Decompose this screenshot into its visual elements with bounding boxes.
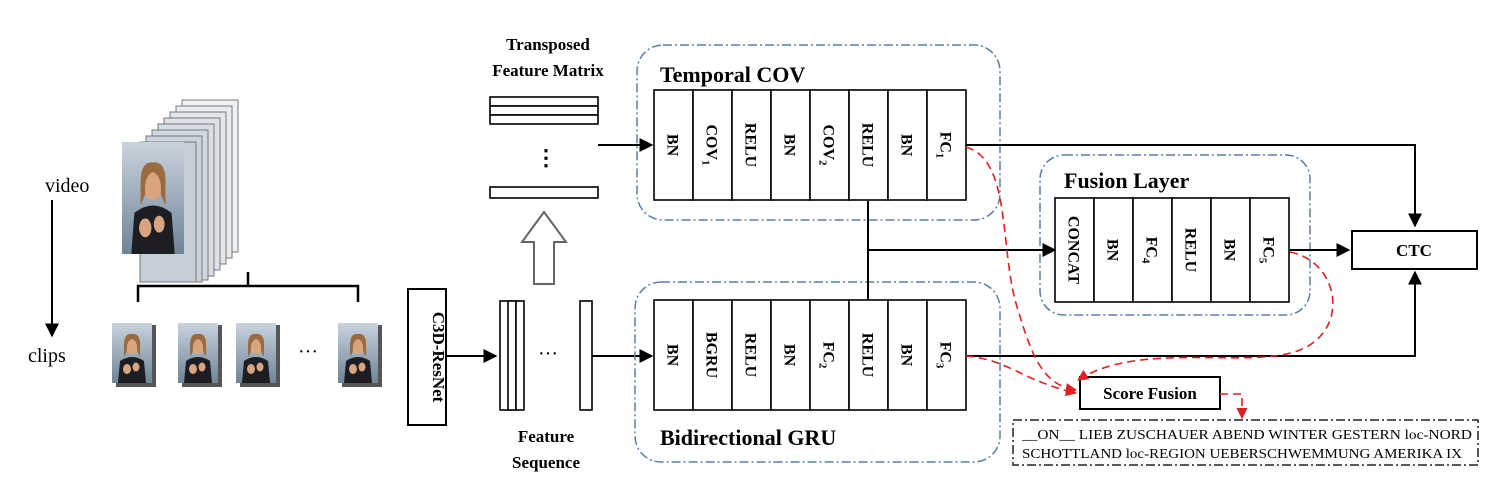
transposed-label-1: Transposed <box>506 35 590 54</box>
temporal-layer-label: COV1 <box>700 124 720 165</box>
clips-ellipsis: ··· <box>298 341 318 363</box>
bgru-title: Bidirectional GRU <box>660 425 836 450</box>
feature-sequence <box>499 300 593 411</box>
temporal-layer-cell <box>731 89 772 201</box>
bgru-layer-label: BN <box>664 344 681 367</box>
ctc-label: CTC <box>1396 241 1432 260</box>
signer-clip-icon <box>338 323 382 387</box>
feature-sequence-label-2: Sequence <box>512 453 580 472</box>
c3d-resnet-box <box>407 288 447 426</box>
feature-sequence-label-1: Feature <box>518 427 575 446</box>
hollow-up-arrow-icon <box>520 210 568 285</box>
bgru-layer-stack: BN BGRU RELU BN FC2 RELU BN FC3 <box>653 299 967 411</box>
temporal-layer-label: BN <box>664 134 681 157</box>
temporal-layer-label: BN <box>781 134 798 157</box>
output-line-2: SCHOTTLAND loc-REGION UEBERSCHWEMMUNG AM… <box>1022 447 1462 462</box>
output-sentence-box <box>1012 419 1479 466</box>
temporal-layer-cell <box>809 89 850 201</box>
matrix-ellipsis: ⋮ <box>535 145 557 170</box>
bgru-layer-cell <box>731 299 772 411</box>
signer-clip-icon <box>178 323 222 387</box>
bgru-layer-subscript: 2 <box>817 363 829 369</box>
output-line-1: __ON__ LIEB ZUSCHAUER ABEND WINTER GESTE… <box>1021 428 1472 443</box>
bgru-layer-label: RELU <box>859 333 876 378</box>
fusion-layer-label: BN <box>1104 239 1121 262</box>
temporal-layer-label: FC1 <box>934 132 954 159</box>
bgru-layer-label: BN <box>781 344 798 367</box>
fusion-layer-label: BN <box>1221 239 1238 262</box>
temporal-cov-title: Temporal COV <box>660 62 805 87</box>
fusion-layer-group <box>1039 154 1311 316</box>
video-frame-stack-icon <box>122 99 239 283</box>
score-fusion-label: Score Fusion <box>1103 384 1197 403</box>
signer-clip-icon <box>236 323 280 387</box>
bgru-layer-subscript: 3 <box>934 363 946 369</box>
bgru-layer-cell <box>809 299 850 411</box>
temporal-layer-cell <box>653 89 694 201</box>
bgru-layer-cell <box>770 299 811 411</box>
ctc-box <box>1351 230 1478 270</box>
bgru-group <box>634 281 1001 463</box>
fusion-layer-cell <box>1132 197 1173 303</box>
fusion-layer-cell <box>1249 197 1290 303</box>
fusion-layer-label: RELU <box>1182 228 1199 273</box>
bgru-layer-cell <box>887 299 928 411</box>
fusion-layer-stack: CONCAT BN FC4 RELU BN FC5 <box>1054 197 1290 303</box>
fusion-layer-label: FC5 <box>1257 237 1277 264</box>
video-label: video <box>45 175 89 197</box>
bgru-layer-cell <box>653 299 694 411</box>
bgru-layer-label: RELU <box>742 333 759 378</box>
temporal-layer-cell <box>692 89 733 201</box>
bgru-layer-cell <box>926 299 967 411</box>
connections <box>867 144 1422 357</box>
bgru-layer-label: BGRU <box>703 332 720 379</box>
bgru-layer-label: BN <box>898 344 915 367</box>
temporal-layer-label: RELU <box>859 123 876 168</box>
score-fusion-paths <box>965 146 1334 420</box>
fusion-layer-cell <box>1210 197 1251 303</box>
bgru-layer-label: FC3 <box>934 342 954 369</box>
transposed-feature-matrix <box>489 96 599 199</box>
temporal-cov-group <box>636 44 1001 221</box>
fusion-layer-label: CONCAT <box>1065 216 1082 284</box>
temporal-layer-stack: BN COV1 RELU BN COV2 RELU BN FC1 <box>653 89 967 201</box>
sequence-ellipsis: ··· <box>538 343 558 365</box>
temporal-layer-cell <box>770 89 811 201</box>
fusion-layer-subscript: 4 <box>1140 258 1152 264</box>
fusion-layer-subscript: 5 <box>1257 258 1269 264</box>
clip-thumbnails <box>112 323 382 387</box>
transposed-label-2: Feature Matrix <box>492 61 604 80</box>
signer-clip-icon <box>112 323 156 387</box>
clips-label: clips <box>28 345 66 367</box>
temporal-layer-subscript: 1 <box>934 153 946 159</box>
temporal-layer-subscript: 2 <box>817 160 829 166</box>
grouping-brace <box>136 272 360 302</box>
fusion-layer-label: FC4 <box>1140 237 1160 264</box>
temporal-layer-label: COV2 <box>817 124 837 166</box>
c3d-resnet-label: C3D-ResNet <box>429 312 448 403</box>
temporal-layer-label: BN <box>898 134 915 157</box>
temporal-layer-label: RELU <box>742 123 759 168</box>
bgru-layer-label: FC2 <box>817 342 837 369</box>
temporal-layer-cell <box>887 89 928 201</box>
score-fusion-box <box>1079 376 1221 410</box>
temporal-layer-subscript: 1 <box>700 160 712 166</box>
fusion-layer-title: Fusion Layer <box>1064 168 1190 193</box>
fusion-layer-cell <box>1093 197 1134 303</box>
